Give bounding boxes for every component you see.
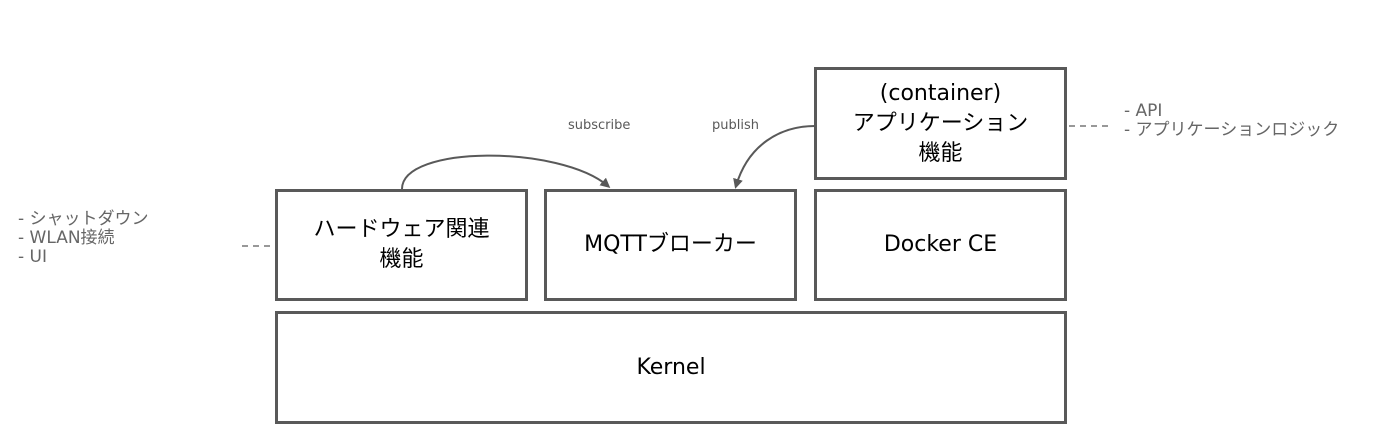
app-note-item: - アプリケーションロジック [1124,120,1340,140]
hardware-label-line2: 機能 [379,247,424,272]
app-label-line3: 機能 [918,140,963,166]
publish-label: publish [712,118,759,133]
hardware-note-item: - シャットダウン [18,209,149,229]
hardware-note-item: - UI [18,247,47,267]
mqtt-broker-box: MQTTブローカー [544,189,797,301]
hardware-function-box: ハードウェア関連 機能 [275,189,528,301]
docker-ce-box: Docker CE [814,189,1067,301]
app-label-line1: (container) [879,80,1002,106]
docker-label: Docker CE [883,232,998,257]
app-note-item: - API [1124,101,1163,121]
hardware-note-item: - WLAN接続 [18,228,115,248]
app-note: - API - アプリケーションロジック [1124,102,1339,140]
mqtt-label: MQTTブローカー [584,232,757,257]
hardware-label-line1: ハードウェア関連 [313,217,490,242]
publish-arrow [733,125,816,189]
kernel-label: Kernel [636,354,706,380]
subscribe-arrow [401,154,611,190]
application-box: (container) アプリケーション 機能 [814,67,1067,180]
kernel-box: Kernel [275,311,1067,424]
hardware-note: - シャットダウン - WLAN接続 - UI [18,210,149,267]
app-label-line2: アプリケーション [852,110,1029,136]
subscribe-label: subscribe [568,118,631,133]
